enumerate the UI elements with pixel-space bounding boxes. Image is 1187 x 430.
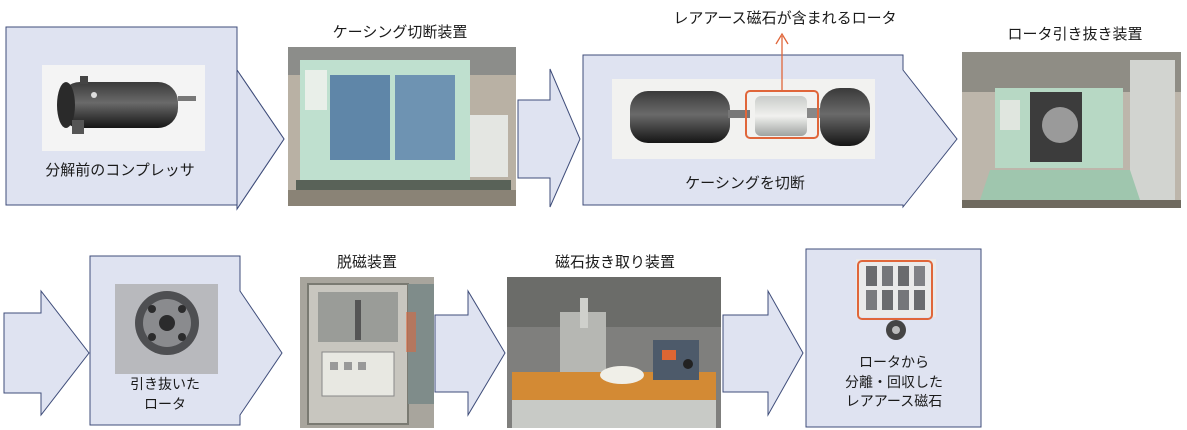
recovered-magnets-photo xyxy=(856,259,936,340)
arrow-into-step5 xyxy=(3,289,90,417)
step5-caption: 引き抜いた ロータ xyxy=(110,376,220,415)
step8-caption-line1: ロータから xyxy=(859,355,929,371)
demagnetizer-photo xyxy=(300,277,434,428)
callout-arrow-head xyxy=(775,32,789,45)
step1-arrow xyxy=(236,68,285,211)
step2-title: ケーシング切断装置 xyxy=(332,23,468,41)
step5-caption-line1: 引き抜いた xyxy=(130,377,200,393)
extracted-rotor-photo xyxy=(115,284,218,374)
step3-caption: ケーシングを切断 xyxy=(685,174,805,192)
step8-caption-line3: レアアース磁石 xyxy=(845,394,943,411)
magnet-extractor-photo xyxy=(507,277,721,428)
arrow-step6-to-step7 xyxy=(434,289,506,417)
magnets-highlight-box xyxy=(857,260,933,320)
step6-title: 脱磁装置 xyxy=(336,253,397,271)
step8-caption-line2: 分離・回収した xyxy=(845,374,943,391)
rare-earth-callout: レアアース磁石が含まれるロータ xyxy=(673,9,897,27)
step1-caption: 分解前のコンプレッサ xyxy=(45,161,195,179)
rotor-extractor-photo xyxy=(962,52,1181,208)
arrow-step2-to-step3 xyxy=(517,68,581,208)
compressor-photo xyxy=(42,65,205,151)
casing-cutter-photo xyxy=(288,47,516,206)
step7-title: 磁石抜き取り装置 xyxy=(554,253,675,271)
step5-caption-line2: ロータ xyxy=(144,396,186,413)
step4-title: ロータ引き抜き装置 xyxy=(1007,25,1143,43)
arrow-step7-to-step8 xyxy=(722,289,804,417)
step8-caption: ロータから 分離・回収した レアアース磁石 xyxy=(810,354,978,413)
cut-casing-photo xyxy=(612,79,875,159)
